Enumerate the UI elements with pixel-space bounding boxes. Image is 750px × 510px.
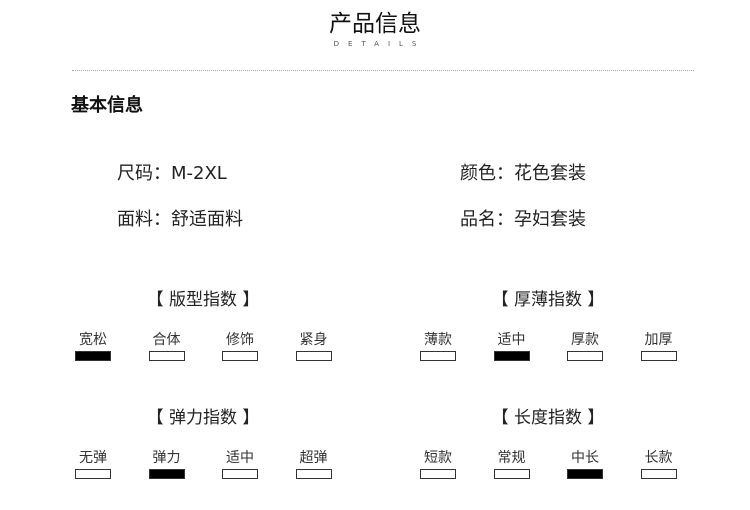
thickness-index-option-label: 适中	[497, 332, 526, 348]
length-index-option-indicator	[640, 469, 677, 479]
length-index-option-label: 短款	[424, 450, 452, 466]
info-value: 舒适面料	[171, 209, 243, 230]
fit-index-option-indicator	[75, 351, 111, 361]
fit-index-option-indicator	[295, 351, 332, 361]
info-color: 颜色：花色套装	[460, 159, 586, 185]
thickness-index-option-label: 加厚	[644, 332, 673, 348]
length-index-title: 【 长度指数 】	[491, 408, 605, 428]
info-label: 颜色：	[460, 163, 514, 184]
info-label: 尺码：	[117, 163, 171, 184]
info-value: 孕妇套装	[514, 209, 586, 230]
thickness-index-option-label: 薄款	[424, 332, 452, 348]
thickness-index-option-indicator	[567, 351, 603, 361]
info-value: M-2XL	[171, 163, 227, 184]
thickness-index-option-indicator	[640, 351, 677, 361]
length-index-option-label: 常规	[497, 450, 526, 466]
info-size: 尺码：M-2XL	[117, 159, 227, 185]
fit-index-option-indicator	[148, 351, 185, 361]
length-index-option-indicator	[420, 469, 456, 479]
thickness-index-option-label: 厚款	[571, 332, 599, 348]
fit-index-option-indicator	[222, 351, 258, 361]
divider	[72, 70, 694, 71]
elasticity-index-option-indicator	[222, 469, 258, 479]
thickness-index-title: 【 厚薄指数 】	[491, 290, 605, 310]
fit-index-option-label: 修饰	[226, 332, 254, 348]
elasticity-index-option-label: 无弹	[79, 450, 107, 466]
length-index-option-indicator	[567, 469, 603, 479]
page-title: 产品信息	[329, 11, 421, 37]
elasticity-index-title: 【 弹力指数 】	[146, 408, 260, 428]
elasticity-index-option-indicator	[148, 469, 185, 479]
page-subtitle: DETAILS	[333, 40, 426, 48]
info-label: 品名：	[460, 209, 514, 230]
elasticity-index-option-indicator	[295, 469, 332, 479]
info-value: 花色套装	[514, 163, 586, 184]
length-index-option-indicator	[493, 469, 530, 479]
fit-index-option-label: 合体	[152, 332, 181, 348]
fit-index-title: 【 版型指数 】	[146, 290, 260, 310]
fit-index-option-label: 紧身	[299, 332, 328, 348]
elasticity-index-option-label: 弹力	[152, 450, 181, 466]
elasticity-index-option-indicator	[75, 469, 111, 479]
fit-index-option-label: 宽松	[79, 332, 107, 348]
section-heading: 基本信息	[71, 95, 143, 116]
length-index-option-label: 长款	[644, 450, 673, 466]
thickness-index-option-indicator	[420, 351, 456, 361]
length-index-option-label: 中长	[571, 450, 599, 466]
info-product-name: 品名：孕妇套装	[460, 205, 586, 231]
info-fabric: 面料：舒适面料	[117, 205, 243, 231]
thickness-index-option-indicator	[493, 351, 530, 361]
info-label: 面料：	[117, 209, 171, 230]
elasticity-index-option-label: 适中	[226, 450, 254, 466]
elasticity-index-option-label: 超弹	[299, 450, 328, 466]
